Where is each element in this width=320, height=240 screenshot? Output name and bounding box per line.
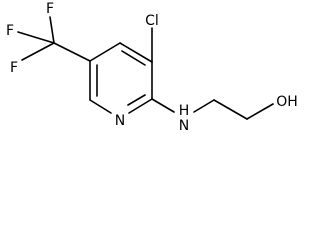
bond-ch2-ch2 [213,99,248,120]
ring-bond-c2-n-inner [127,94,146,106]
atom-label-f-bottom: F [10,60,18,76]
chemical-structure: F F F Cl N H N OH [6,1,298,134]
substituent-bonds [151,27,274,120]
bond-c-f-left [17,31,55,44]
ring-bond-c5-c4 [89,42,121,62]
atom-label-cl: Cl [145,13,159,29]
atom-label-f-left: F [6,23,14,39]
bond-c-f-top [49,16,55,44]
ring-bond-c3-c4-inner [121,50,146,66]
ring-bond-c2-n [128,98,153,114]
atom-label-nh-h: H [179,103,190,119]
atom-label-f-top: F [46,1,54,17]
atom-label-ring-n: N [115,113,125,129]
pyridine-ring [89,42,153,114]
bond-cf3-ring [53,42,91,62]
bond-c2-nh [151,98,175,113]
cf3-bonds [17,16,91,62]
atom-label-oh: OH [276,94,298,110]
ring-bond-c4-c3 [119,42,153,63]
bond-c-f-bottom [21,42,55,61]
bond-nh-ch2 [193,99,215,113]
atom-labels: F F F Cl N H N OH [6,1,298,134]
bond-ch2-oh [246,103,274,120]
atom-label-nh-n: N [179,118,189,134]
ring-bond-n-c6 [89,99,112,114]
